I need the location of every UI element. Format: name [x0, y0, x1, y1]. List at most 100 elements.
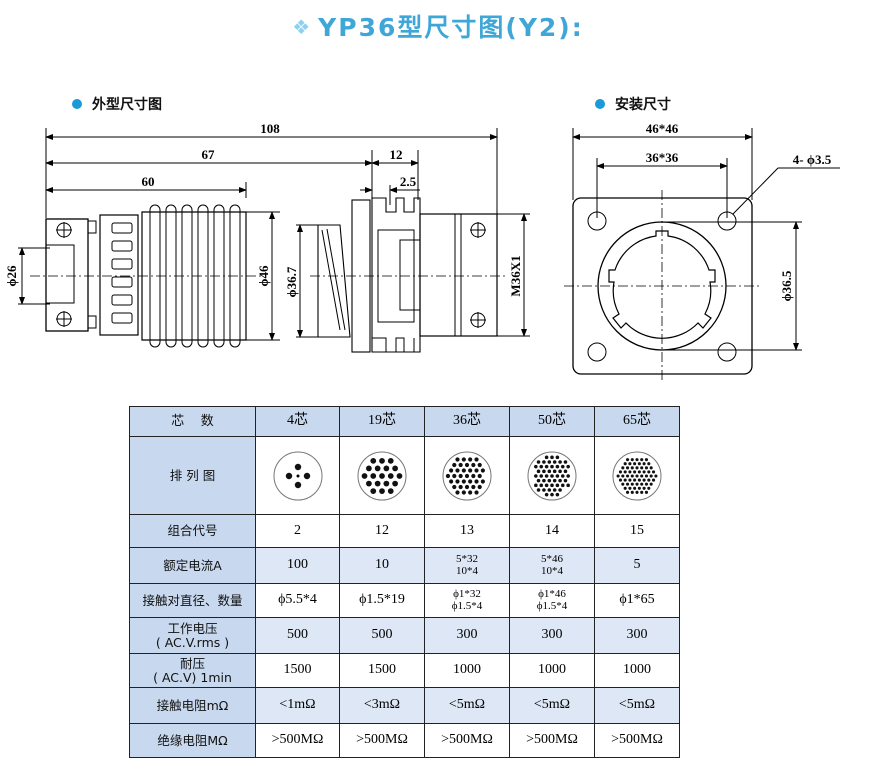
pin-contact — [623, 486, 627, 490]
pin-contact — [552, 478, 557, 482]
dim-12: 12 — [390, 147, 403, 162]
pin-contact — [640, 490, 644, 494]
table-cell: 300 — [424, 617, 510, 654]
pin-contact — [477, 484, 482, 489]
pin-layout-36 — [442, 451, 492, 500]
table-cell: 1000 — [509, 653, 595, 688]
dim-60: 60 — [142, 174, 155, 189]
pin-contact — [621, 482, 625, 486]
pin-contact — [558, 459, 562, 464]
pin-contact — [366, 480, 372, 486]
pin-contact — [449, 478, 454, 484]
dim-36x36: 36*36 — [646, 150, 679, 165]
table-cell: 1000 — [594, 653, 680, 688]
pin-contact — [623, 469, 627, 473]
pin-contact — [647, 486, 651, 490]
pin-contact — [392, 465, 398, 471]
pin-contact — [647, 478, 651, 482]
pin-layout-cell — [594, 436, 680, 515]
bullet-icon — [72, 99, 82, 109]
table-cell: ϕ5.5*4 — [255, 583, 340, 618]
pin-contact — [552, 487, 557, 492]
pin-contact — [464, 462, 470, 467]
pin-contact — [544, 473, 549, 478]
pin-contact — [560, 464, 565, 468]
pin-contact — [544, 455, 549, 459]
pin-contact — [542, 459, 546, 464]
pin-contact — [637, 461, 641, 465]
pin-contact — [379, 457, 385, 464]
pin-contact — [644, 490, 649, 494]
pin-contact — [651, 478, 656, 482]
pin-layout-4 — [273, 451, 322, 500]
row-label: 组合代号 — [129, 514, 256, 548]
header-col: 65芯 — [594, 406, 680, 437]
pin-contact — [555, 483, 560, 487]
pin-contact — [468, 456, 473, 462]
pin-layout-cell — [339, 436, 425, 515]
pin-contact — [464, 484, 470, 489]
table-cell: 14 — [509, 514, 595, 548]
pin-contact — [625, 490, 630, 494]
table-row: 接触电阻mΩ <1mΩ <3mΩ <5mΩ <5mΩ <5mΩ — [129, 687, 680, 724]
pin-contact — [552, 469, 557, 473]
row-label: 工作电压 ( AC.V.rms ) — [129, 617, 256, 654]
pin-contact — [455, 478, 460, 484]
pin-layout-65 — [612, 451, 662, 500]
pin-contact — [374, 480, 381, 486]
pin-contact — [534, 473, 538, 478]
spec-table: 芯 数 4芯 19芯 36芯 50芯 65芯 排 列 图 组合代号 2 12 1… — [129, 406, 680, 758]
dim-2-5: 2.5 — [400, 174, 417, 189]
table-cell: >500MΩ — [339, 723, 425, 758]
table-cell: 2 — [255, 514, 340, 548]
pin-contact — [651, 469, 656, 473]
table-cell: 300 — [509, 617, 595, 654]
table-header-row: 芯 数 4芯 19芯 36芯 50芯 65芯 — [129, 406, 680, 437]
table-cell: >500MΩ — [509, 723, 595, 758]
pin-contact — [628, 478, 632, 482]
pin-contact — [468, 489, 473, 495]
pin-contact — [536, 478, 541, 482]
pin-contact — [618, 469, 623, 473]
table-cell: <5mΩ — [509, 687, 595, 724]
pin-contact — [550, 473, 554, 478]
pin-contact — [625, 482, 630, 486]
pin-contact — [630, 473, 634, 478]
pin-contact — [642, 461, 646, 465]
table-cell: ϕ1*32 ϕ1.5*4 — [424, 583, 510, 618]
pin-contact — [547, 459, 552, 464]
pin-contact — [628, 486, 632, 490]
pin-contact — [536, 469, 541, 473]
table-cell: <1mΩ — [255, 687, 340, 724]
pin-contact — [449, 467, 454, 473]
table-cell: ϕ1.5*19 — [339, 583, 425, 618]
table-cell: 5*46 10*4 — [509, 547, 595, 584]
pin-contact — [461, 489, 466, 495]
pin-contact — [383, 465, 390, 471]
table-cell: <5mΩ — [424, 687, 510, 724]
pin-contact — [547, 478, 552, 482]
pin-contact — [550, 492, 554, 496]
pin-contact — [461, 467, 466, 473]
pin-contact — [536, 487, 541, 492]
pin-contact — [303, 472, 310, 479]
table-cell: 100 — [255, 547, 340, 584]
pin-contact — [630, 457, 634, 461]
pin-contact — [379, 487, 385, 494]
pin-contact — [621, 465, 625, 469]
pin-contact — [455, 456, 460, 462]
pin-contact — [477, 473, 482, 478]
dim-dia-36-5: ϕ36.5 — [779, 270, 794, 301]
pin-contact — [640, 457, 644, 461]
table-cell: 5 — [594, 547, 680, 584]
pin-contact — [366, 465, 372, 471]
pin-contact — [566, 464, 570, 468]
table-cell: ϕ1*65 — [594, 583, 680, 618]
pin-contact — [542, 487, 546, 492]
pin-contact — [630, 465, 634, 469]
dim-dia-36-7: ϕ36.7 — [284, 266, 299, 297]
table-cell: 1500 — [339, 653, 425, 688]
pin-contact — [468, 478, 473, 484]
pin-contact — [542, 469, 546, 473]
pin-contact — [633, 469, 637, 473]
